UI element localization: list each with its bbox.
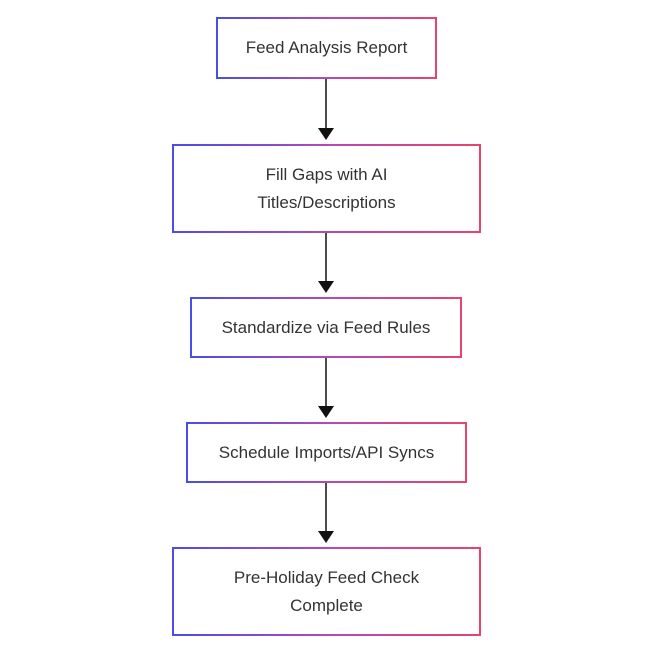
node-fill-gaps-with-ai: Fill Gaps with AI Titles/Descriptions xyxy=(172,144,481,233)
edge-n2-n3 xyxy=(318,233,334,293)
node-pre-holiday-feed-check: Pre-Holiday Feed Check Complete xyxy=(172,547,481,636)
node-label-line: Titles/Descriptions xyxy=(257,192,396,212)
node-label-line: Complete xyxy=(290,595,363,615)
node-label-line: Fill Gaps with AI xyxy=(265,164,388,184)
edge-n4-n5 xyxy=(318,483,334,543)
edge-n1-n2 xyxy=(318,79,334,140)
node-standardize-via-feed-rules: Standardize via Feed Rules xyxy=(190,297,462,358)
node-feed-analysis-report: Feed Analysis Report xyxy=(216,17,437,79)
node-schedule-imports: Schedule Imports/API Syncs xyxy=(186,422,467,483)
node-label-line: Standardize via Feed Rules xyxy=(221,317,431,337)
node-label-line: Schedule Imports/API Syncs xyxy=(218,442,435,462)
node-label-line: Pre-Holiday Feed Check xyxy=(233,567,420,587)
edge-n3-n4 xyxy=(318,358,334,418)
node-label-line: Feed Analysis Report xyxy=(245,38,408,57)
